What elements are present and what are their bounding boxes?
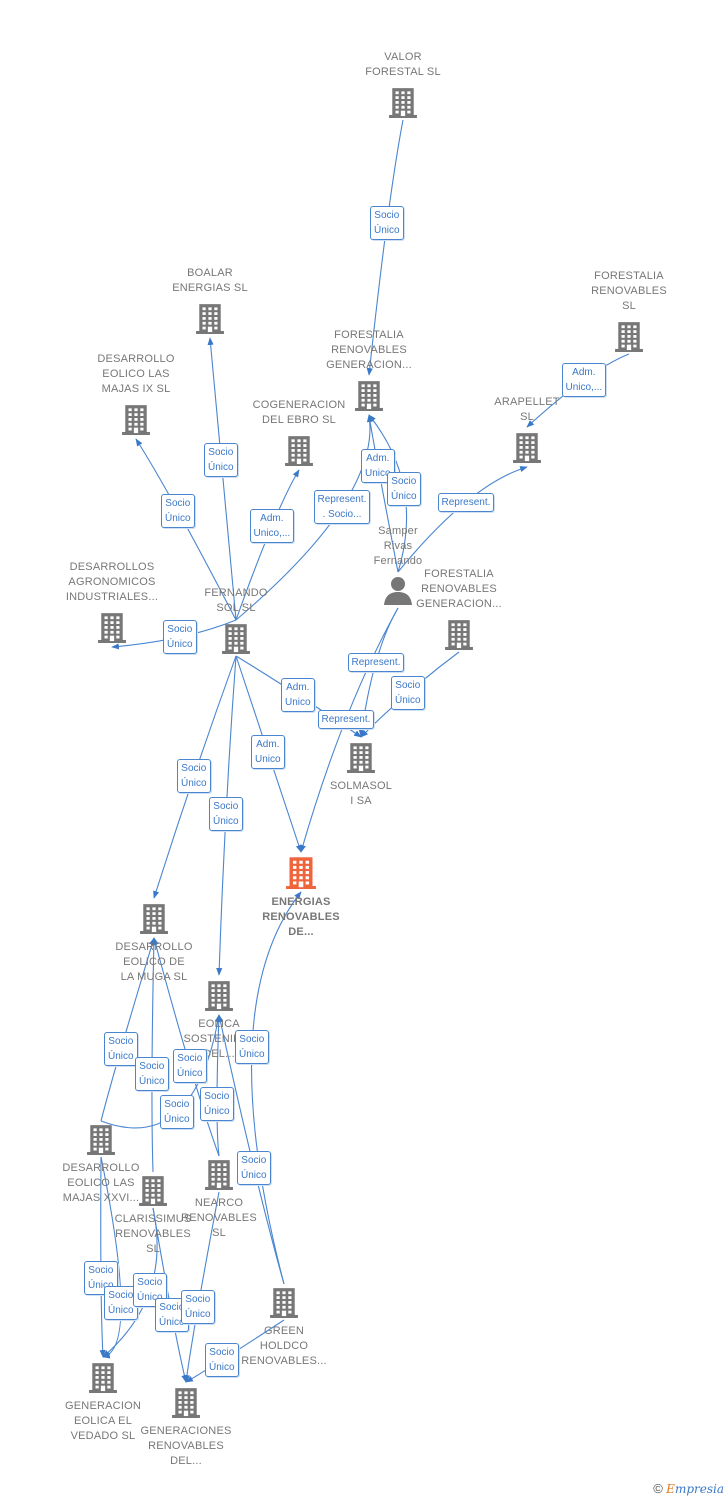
edge-label-green-to-eolica[interactable]: Socio Único (237, 1151, 271, 1185)
edge-label-fernando-to-solmasol[interactable]: Adm. Unico (281, 678, 315, 712)
building-icon-forestalia_rsl[interactable] (615, 320, 643, 357)
node-label-agronomicos[interactable]: DESARROLLOS AGRONOMICOS INDUSTRIALES... (65, 560, 159, 603)
building-icon-clarissimus[interactable] (139, 1174, 167, 1211)
edge-label-samper-to-energias[interactable]: Represent. (317, 709, 375, 729)
node-label-boalar[interactable]: BOALAR ENERGIAS SL (172, 266, 248, 294)
building-icon-cogeneracion[interactable] (285, 434, 313, 471)
edge-label-green-to-energias[interactable]: Socio Único (235, 1030, 269, 1064)
building-icon-generaciones[interactable] (172, 1386, 200, 1423)
node-label-solmasol[interactable]: SOLMASOL I SA (329, 780, 393, 808)
building-icon-muga[interactable] (140, 902, 168, 939)
edge-label-fernando-to-energias[interactable]: Adm. Unico (251, 735, 285, 769)
edge-label-fernando-to-cogeneracion[interactable]: Adm. Unico,... (249, 509, 295, 543)
building-icon-energias[interactable] (286, 855, 316, 895)
building-icon-frg2[interactable] (445, 618, 473, 655)
edge-label-valor-to-frg1[interactable]: Socio Único (370, 206, 404, 240)
node-label-fernando[interactable]: FERNANDO SOL SL (204, 586, 268, 614)
building-icon-majas26[interactable] (87, 1123, 115, 1160)
edge-label-frg2-to-solmasol[interactable]: Socio Único (391, 676, 425, 710)
edge-label-samper-to-frg1[interactable]: Adm. Unico (361, 449, 395, 483)
building-icon-nearco[interactable] (205, 1158, 233, 1195)
node-label-forestalia_rsl[interactable]: FORESTALIA RENOVABLES SL (591, 269, 667, 312)
building-icon-green[interactable] (270, 1286, 298, 1323)
brand-watermark: © Empresia (653, 1481, 724, 1496)
edge-label-majas26-to-muga[interactable]: Socio Único (104, 1032, 138, 1066)
building-icon-eolica[interactable] (205, 979, 233, 1016)
edge-label-nearco-to-muga[interactable]: Socio Único (173, 1049, 207, 1083)
edge-label-forestalia_rsl-to-arapellet[interactable]: Adm. Unico,... (561, 363, 607, 397)
edge-label-green-to-generaciones[interactable]: Socio Único (205, 1343, 239, 1377)
edge-label-fernando-to-agronomicos[interactable]: Socio Único (163, 620, 197, 654)
node-label-arapellet[interactable]: ARAPELLET SL (494, 395, 560, 423)
node-label-clarissimus[interactable]: CLARISSIMUS RENOVABLES SL (114, 1213, 192, 1256)
edge-label-fernando-to-eolica[interactable]: Socio Único (209, 797, 243, 831)
node-label-frg1[interactable]: FORESTALIA RENOVABLES GENERACION... (326, 328, 412, 371)
node-label-samper[interactable]: Samper Rivas Fernando (373, 525, 423, 567)
building-icon-boalar[interactable] (196, 302, 224, 339)
node-label-frg2[interactable]: FORESTALIA RENOVABLES GENERACION... (416, 567, 502, 610)
node-label-vedado[interactable]: GENERACION EOLICA EL VEDADO SL (65, 1400, 141, 1443)
node-label-generaciones[interactable]: GENERACIONES RENOVABLES DEL... (140, 1425, 232, 1468)
edge-label-majas26-to-eolica[interactable]: Socio Único (160, 1095, 194, 1129)
edge-label-fernando-to-frg1[interactable]: Represent. . Socio... (313, 490, 371, 524)
building-icon-fernando[interactable] (222, 622, 250, 659)
building-icon-agronomicos[interactable] (98, 611, 126, 648)
edge-samper-to-energias (299, 607, 399, 853)
node-label-energias[interactable]: ENERGIAS RENOVABLES DE... (262, 896, 340, 939)
building-icon-frg1[interactable] (355, 379, 383, 416)
node-label-nearco[interactable]: NEARCO RENOVABLES SL (181, 1197, 257, 1240)
edge-label-clarissimus-to-muga[interactable]: Socio Único (135, 1057, 169, 1091)
node-label-cogeneracion[interactable]: COGENERACION DEL EBRO SL (252, 398, 346, 426)
edge-label-samper-to-frg1[interactable]: Socio Único (387, 472, 421, 506)
brand-name: mpresia (674, 1482, 724, 1496)
copyright-symbol: © (653, 1481, 663, 1496)
building-icon-vedado[interactable] (89, 1361, 117, 1398)
person-icon-samper[interactable] (383, 575, 413, 610)
edge-label-fernando-to-boalar[interactable]: Socio Único (204, 443, 238, 477)
node-label-majas26[interactable]: DESARROLLO EOLICO LAS MAJAS XXVI... (62, 1162, 140, 1205)
building-icon-valor[interactable] (389, 86, 417, 123)
building-icon-solmasol[interactable] (347, 741, 375, 778)
building-icon-majas9[interactable] (122, 403, 150, 440)
edge-label-samper-to-solmasol[interactable]: Represent. (347, 652, 405, 672)
node-label-green[interactable]: GREEN HOLDCO RENOVABLES... (241, 1325, 327, 1368)
edge-label-nearco-to-eolica[interactable]: Socio Único (200, 1087, 234, 1121)
edge-label-samper-to-arapellet[interactable]: Represent. (437, 492, 495, 512)
edge-label-fernando-to-majas9[interactable]: Socio Único (161, 494, 195, 528)
edge-label-fernando-to-muga[interactable]: Socio Único (177, 759, 211, 793)
node-label-muga[interactable]: DESARROLLO EOLICO DE LA MUGA SL (115, 941, 193, 984)
node-label-majas9[interactable]: DESARROLLO EOLICO LAS MAJAS IX SL (97, 352, 175, 395)
node-label-valor[interactable]: VALOR FORESTAL SL (365, 50, 441, 78)
edge-label-nearco-to-generaciones[interactable]: Socio Único (181, 1290, 215, 1324)
building-icon-arapellet[interactable] (513, 431, 541, 468)
brand-initial: E (666, 1482, 675, 1496)
